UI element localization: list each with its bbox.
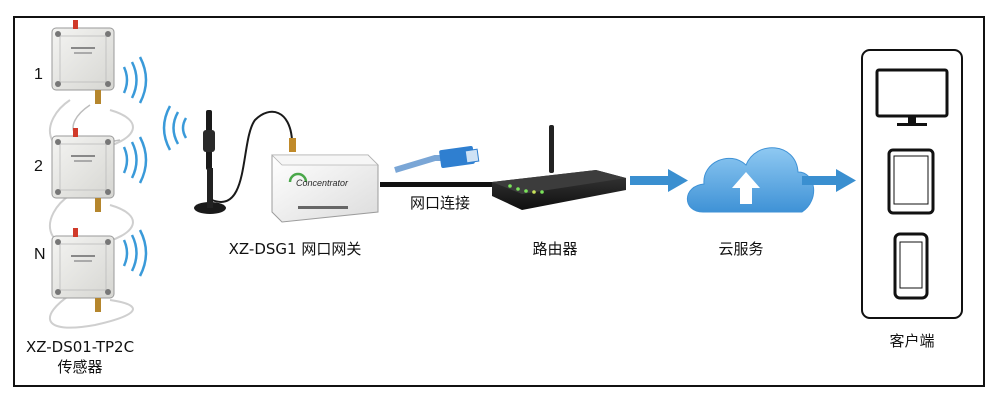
sensor-device-2 bbox=[48, 128, 134, 248]
sensor-index-label-1: 1 bbox=[34, 66, 43, 83]
sensor-device-1 bbox=[48, 20, 134, 153]
cloud-icon bbox=[687, 147, 815, 213]
gateway-label: XZ-DSG1 网口网关 bbox=[228, 240, 362, 258]
gateway-device bbox=[271, 154, 379, 223]
sensor-caption-line1: XZ-DS01-TP2C bbox=[25, 338, 135, 356]
cloud-label: 云服务 bbox=[718, 240, 764, 258]
gateway-device-text: Concentrator bbox=[296, 178, 349, 188]
arrow-router-to-cloud bbox=[630, 169, 688, 192]
client-label: 客户端 bbox=[889, 332, 935, 350]
ethernet-cable bbox=[380, 145, 495, 187]
gateway-antenna bbox=[194, 110, 296, 214]
sensor-index-label-n: N bbox=[34, 246, 46, 263]
sensor-index-label-2: 2 bbox=[34, 158, 43, 175]
sensor-device-n bbox=[49, 228, 134, 329]
diagram-frame bbox=[13, 16, 985, 387]
sensor-caption-line2: 传感器 bbox=[57, 358, 103, 376]
monitor-icon bbox=[875, 68, 949, 126]
signal-waves-sensor-2 bbox=[122, 136, 148, 184]
arrow-cloud-to-client bbox=[802, 169, 856, 192]
signal-waves-sensor-n bbox=[122, 229, 148, 277]
tablet-icon bbox=[887, 148, 935, 215]
phone-icon bbox=[893, 232, 929, 300]
router-device bbox=[492, 125, 626, 210]
gateway-signal-waves bbox=[162, 105, 188, 151]
router-label: 路由器 bbox=[532, 240, 578, 258]
signal-waves-sensor-1 bbox=[122, 56, 148, 104]
link-label: 网口连接 bbox=[409, 194, 470, 212]
